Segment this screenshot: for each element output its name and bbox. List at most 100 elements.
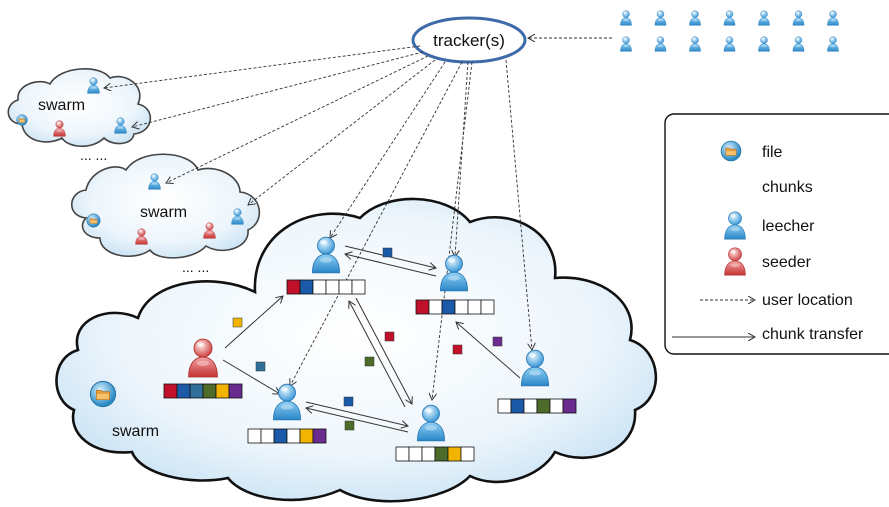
- chunk-cell: [441, 299, 456, 315]
- file-icon: [16, 114, 28, 126]
- swarm-cloud-small-1: [7, 68, 152, 148]
- chunk-cell: [202, 383, 217, 399]
- chunk-bars: [163, 180, 751, 462]
- chunk-cell: [247, 428, 262, 444]
- chunk-cell: [176, 383, 191, 399]
- location-arrow: [132, 51, 424, 127]
- legend-chunks-label: chunks: [762, 179, 813, 196]
- location-arrow: [505, 59, 532, 350]
- location-arrow: [248, 59, 436, 205]
- chunk-square-icon: [232, 317, 243, 328]
- chunk-cell: [523, 398, 538, 414]
- chunk-bar-leecher-c: [247, 428, 327, 444]
- user-waiting-icon: [758, 36, 770, 52]
- chunk-square-icon: [364, 356, 375, 367]
- transfer-arrow: [222, 359, 280, 394]
- chunk-square-icon: [382, 247, 393, 258]
- swarm-label-small-2: swarm: [140, 204, 187, 221]
- chunk-cell: [408, 446, 423, 462]
- chunk-cell: [312, 279, 327, 295]
- legend-leecher-label: leecher: [762, 218, 815, 235]
- legend-box: [664, 113, 889, 355]
- tracker-node: tracker(s): [411, 16, 527, 64]
- chunk-cell: [454, 299, 469, 315]
- legend-user-location-label: user location: [762, 292, 853, 309]
- chunk-cell: [299, 279, 314, 295]
- chunk-cell: [260, 428, 275, 444]
- file-icon: [89, 380, 117, 408]
- legend-chunk-transfer-label: chunk transfer: [762, 326, 864, 343]
- transfer-arrow: [355, 297, 412, 404]
- tracker-label: tracker(s): [433, 31, 505, 50]
- legend-file-icon: [720, 140, 742, 162]
- chunk-cell: [286, 279, 301, 295]
- chunk-cell: [562, 398, 577, 414]
- chunk-bar-leecher-d: [395, 446, 475, 462]
- chunk-bar-leecher-a: [286, 279, 366, 295]
- chunk-cell: [163, 383, 178, 399]
- chunk-square-icon: [384, 331, 395, 342]
- transfer-arrow: [224, 296, 283, 349]
- user-waiting-icon: [792, 10, 805, 26]
- file-icon: [86, 213, 101, 228]
- chunk-bar-leecher-e: [497, 398, 577, 414]
- transfer-arrow: [305, 401, 408, 426]
- chunk-cell: [273, 428, 288, 444]
- ellipsis-1: ... ...: [80, 147, 107, 163]
- chunk-cell: [434, 446, 449, 462]
- transfer-arrow: [349, 301, 406, 408]
- chunk-bar-seeder: [163, 383, 243, 399]
- chunk-cell: [338, 279, 353, 295]
- location-arrow: [104, 45, 421, 88]
- chunk-cell: [299, 428, 314, 444]
- chunk-cell: [312, 428, 327, 444]
- waiting-users-group: [620, 10, 839, 52]
- chunk-cell: [536, 398, 551, 414]
- user-waiting-icon: [654, 36, 667, 52]
- user-waiting-icon: [654, 10, 667, 26]
- user-waiting-icon: [758, 10, 770, 26]
- chunk-square-icon: [492, 336, 503, 347]
- location-arrow: [290, 61, 463, 386]
- swarm-label-small-1: swarm: [38, 97, 85, 114]
- user-waiting-icon: [689, 10, 701, 26]
- user-waiting-icon: [792, 36, 805, 52]
- chunk-cell: [228, 383, 243, 399]
- chunk-cell: [447, 446, 462, 462]
- chunk-cell: [351, 279, 366, 295]
- chunk-cell: [215, 383, 230, 399]
- user-waiting-icon: [689, 36, 701, 52]
- legend: file chunks leecher seeder user location…: [664, 113, 889, 355]
- chunk-bar-leecher-b: [415, 299, 495, 315]
- legend-seeder-label: seeder: [762, 254, 812, 271]
- ellipsis-2: ... ...: [182, 259, 209, 275]
- chunk-square-icon: [255, 361, 266, 372]
- user-location-arrows: [104, 45, 532, 400]
- user-waiting-icon: [620, 10, 632, 26]
- chunk-square-icon: [344, 420, 355, 431]
- chunk-cell: [460, 446, 475, 462]
- chunk-square-icon: [343, 396, 354, 407]
- chunk-cell: [395, 446, 410, 462]
- chunk-cell: [497, 398, 512, 414]
- location-arrow: [330, 61, 446, 238]
- swarm-cloud-main: [55, 197, 658, 503]
- location-arrow: [432, 61, 473, 400]
- chunk-cell: [480, 299, 495, 315]
- user-waiting-icon: [620, 36, 632, 52]
- user-waiting-icon: [723, 10, 736, 26]
- user-waiting-icon: [827, 36, 839, 52]
- chunks-in-transit: [232, 247, 503, 431]
- transfer-arrow: [456, 322, 521, 379]
- location-arrow: [166, 55, 429, 183]
- location-arrow: [455, 61, 469, 257]
- chunk-cell: [549, 398, 564, 414]
- swarm-label-main: swarm: [112, 423, 159, 440]
- chunk-cell: [467, 299, 482, 315]
- chunk-cell: [415, 299, 430, 315]
- transfer-arrow: [306, 408, 409, 433]
- transfer-arrow: [345, 254, 437, 277]
- chunk-cell: [325, 279, 340, 295]
